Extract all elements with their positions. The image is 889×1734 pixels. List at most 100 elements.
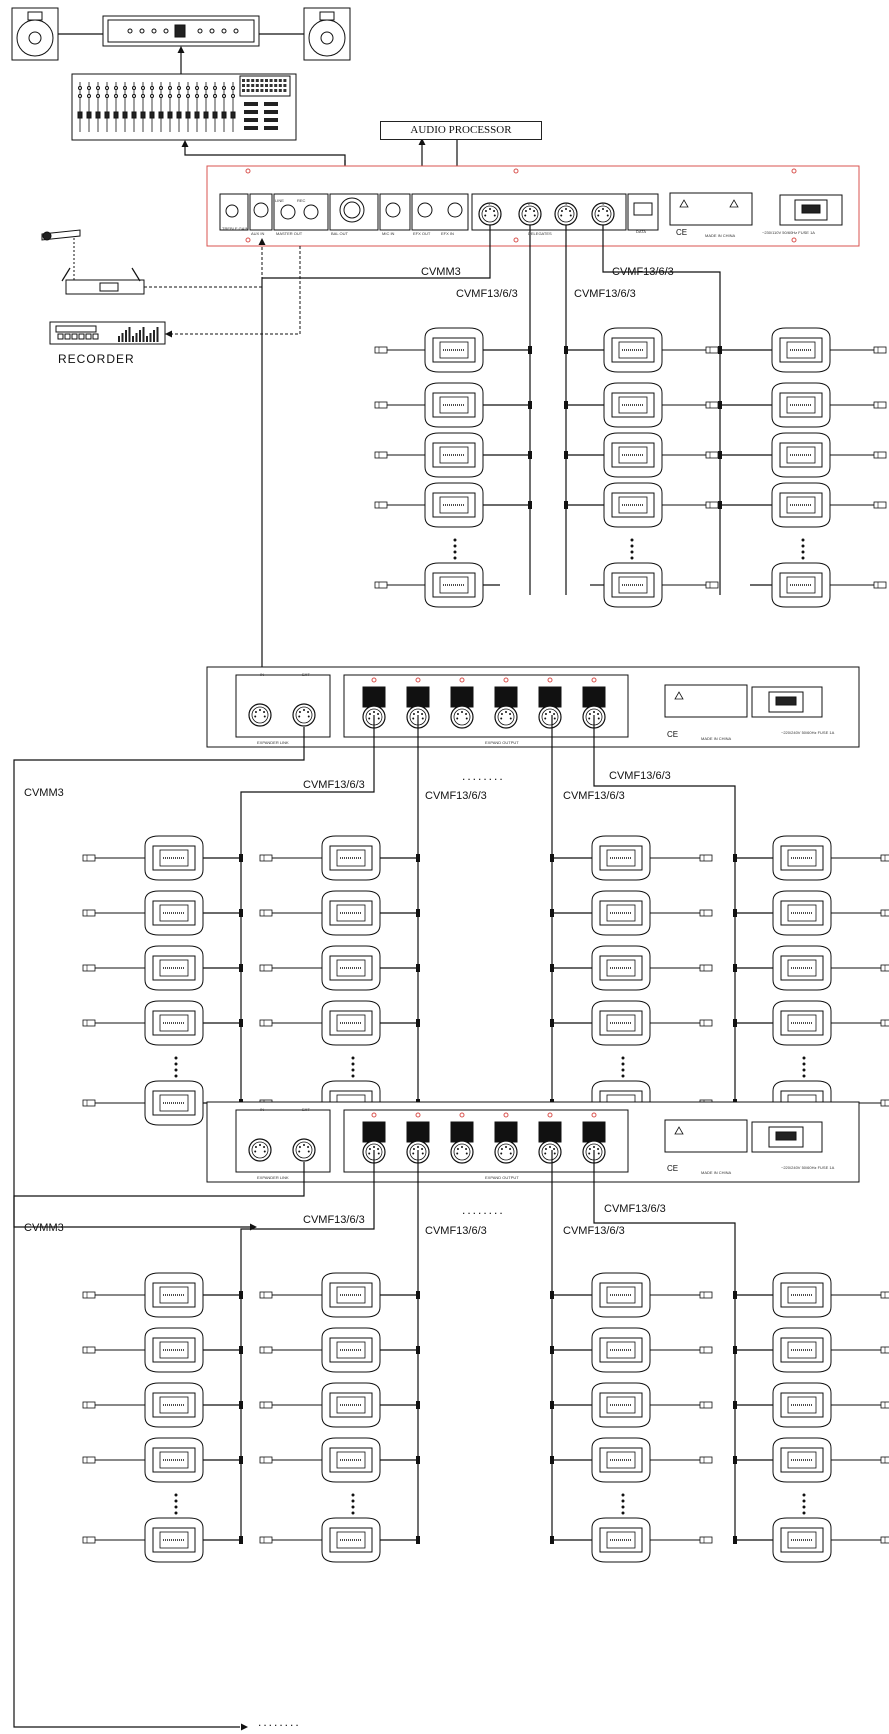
main-delegate-port-3-pin: [569, 214, 572, 217]
mixer-fader: [230, 111, 236, 119]
warning-triangle-icon: [729, 199, 739, 208]
mixer-knob: [132, 86, 136, 90]
vertical-ellipsis-dot: [802, 1056, 806, 1060]
exp2-output-port-2-pin: [421, 1148, 424, 1151]
main-delegate-port-3-inner: [557, 205, 575, 223]
mixer-knob: [132, 94, 136, 98]
exp2-output-port-4-pin: [500, 1148, 503, 1151]
mixer-fader: [122, 111, 128, 119]
mixer-button: [264, 102, 278, 106]
mixer-knob: [78, 86, 82, 90]
amp-power-switch: [174, 24, 186, 38]
exp2-link-in-port-pin: [254, 1146, 257, 1149]
main-port-2: 2: [528, 201, 531, 206]
mixer-fader: [149, 111, 155, 119]
exp2-delegate-unit-4: [772, 1437, 832, 1483]
exp2-chain-joint-1: [239, 1401, 243, 1409]
exp2-output-port-6-pin: [597, 1152, 600, 1155]
exp1-output-port-5-pin: [544, 713, 547, 716]
exp1-output-switch: [494, 686, 518, 708]
mixer-fader: [167, 111, 173, 119]
cvmf-main-label-a: CVMF13/6/3: [612, 266, 674, 278]
vertical-ellipsis-dot: [621, 1499, 625, 1503]
mixer-meter-led: [246, 84, 250, 87]
exp2-output-port-3-pin: [465, 1148, 468, 1151]
vertical-ellipsis-dot: [351, 1499, 355, 1503]
exp1-delegate-cable-1: [82, 1099, 145, 1107]
exp2-delegate-cable-4: [831, 1536, 889, 1544]
exp1-delegate-cable-3: [650, 854, 713, 862]
mount-hole: [245, 168, 251, 174]
mixer-fader: [221, 111, 227, 119]
main-delegate-port-4-pin: [602, 208, 604, 210]
mixer-knob: [87, 94, 91, 98]
exp2-delegate-unit-3-display: [606, 1341, 636, 1359]
exp2-link-label: EXPANDER LINK: [257, 1175, 289, 1180]
exp1-output-port-3-pin: [465, 717, 468, 720]
exp2-delegate-unit-4: [772, 1382, 832, 1428]
exp1-chain-joint-2: [416, 1019, 420, 1027]
cvmf-exp2-label-b: CVMF13/6/3: [425, 1225, 487, 1237]
mixer-fader: [95, 111, 101, 119]
amp-knob: [221, 28, 227, 34]
exp1-delegate-unit-2: [321, 890, 381, 936]
aux-in-label: AUX IN: [251, 231, 265, 236]
delegate-cable-main-c-plug: [873, 401, 887, 409]
delegate-unit-main-c-display: [786, 396, 816, 414]
recorder-level-bar: [118, 336, 120, 342]
exp2-delegate-unit-3-display: [606, 1396, 636, 1414]
exp2-delegate-unit-4-display: [787, 1341, 817, 1359]
delegate-cable-main-a: [374, 451, 425, 459]
mixer-meter-led: [242, 79, 245, 82]
delegate-cable-main-b-plug: [705, 346, 719, 354]
delegate-cable-main-c: [830, 401, 887, 409]
delegate-cable-main-b-plug: [705, 401, 719, 409]
aux-in-arrow: [258, 238, 266, 245]
exp2-delegate-unit-4: [772, 1272, 832, 1318]
main-delegate-port-4-pin: [606, 210, 609, 213]
mixer-knob: [123, 94, 127, 98]
chain-joint-main-c: [718, 501, 722, 509]
exp2-delegate-cable-1: [82, 1536, 145, 1544]
exp2-delegate-unit-3: [591, 1437, 651, 1483]
exp2-delegate-cable-3-plug: [699, 1401, 713, 1409]
exp1-warning-label: [664, 684, 748, 718]
mixer-button: [264, 126, 278, 130]
exp1-delegate-cable-2: [259, 909, 322, 917]
exp2-delegate-unit-1: [144, 1517, 204, 1563]
right-speaker-tweeter: [319, 11, 335, 21]
vertical-ellipsis-dot: [801, 538, 805, 542]
exp1-delegate-unit-1-display: [159, 1014, 189, 1032]
receiver-antenna-left: [61, 267, 71, 282]
main-chain-4: [602, 225, 721, 595]
recorder-button: [85, 333, 92, 340]
exp1-delegate-cable-3: [650, 1019, 713, 1027]
exp1-link-ext-port: [292, 703, 316, 727]
exp1-delegate-cable-2-plug: [259, 1019, 273, 1027]
exp2-output-port-4-pin: [509, 1152, 512, 1155]
exp2-output-label: EXPAND OUTPUT: [485, 1175, 519, 1180]
delegate-unit-main-c: [771, 382, 831, 428]
vertical-ellipsis-dot: [174, 1068, 178, 1072]
exp2-output-port-5-pin: [544, 1152, 547, 1155]
exp1-output-port-4-pin: [500, 717, 503, 720]
exp1-continuation-dots: ........: [462, 769, 505, 783]
exp1-output-switch: [450, 686, 474, 708]
delegate-cable-main-b: [662, 501, 719, 509]
exp1-delegate-cable-1-plug: [82, 909, 96, 917]
exp1-output-port-3: [450, 705, 474, 729]
exp1-chain-joint-1: [239, 909, 243, 917]
mixer-fader: [158, 111, 164, 119]
exp1-delegate-cable-4: [831, 964, 889, 972]
exp2-chain-1: [240, 1150, 375, 1540]
chain-joint-main-b: [564, 346, 568, 354]
exp2-delegate-unit-1: [144, 1327, 204, 1373]
exp2-output-switch: [406, 1121, 430, 1143]
main-delegate-port-2: [518, 202, 542, 226]
chain-joint-main-a: [528, 401, 532, 409]
exp2-output-port-6-pin: [588, 1148, 591, 1151]
vertical-ellipsis-dot: [351, 1056, 355, 1060]
exp2-output-port-1-pin: [373, 1146, 375, 1148]
exp1-output-port-3-pin: [456, 717, 459, 720]
wireless-microphone: [41, 229, 81, 241]
